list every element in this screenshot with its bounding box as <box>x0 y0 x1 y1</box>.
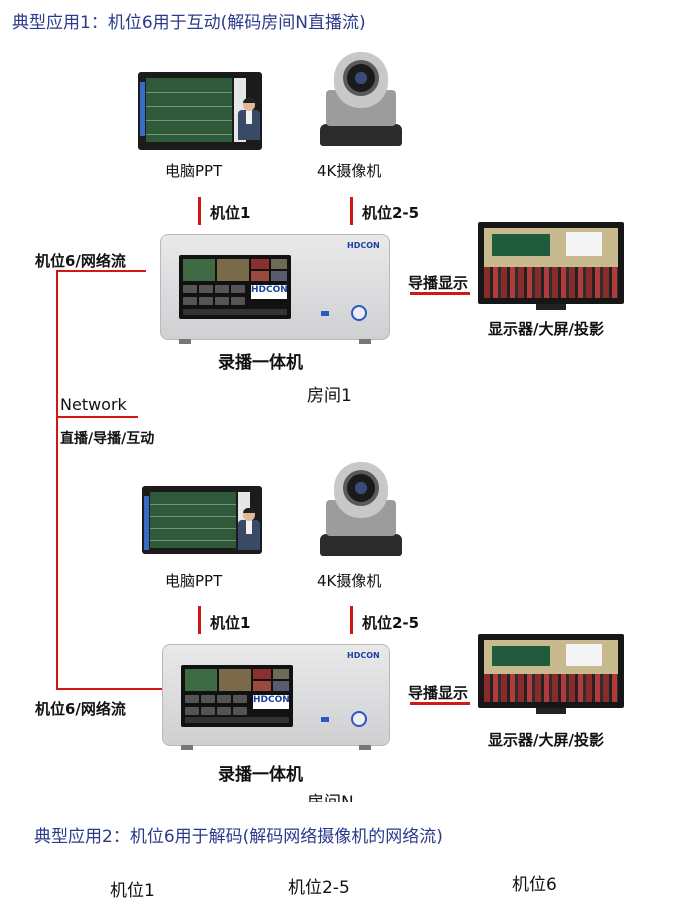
app2-seat25-label: 机位2-5 <box>288 878 350 898</box>
room2-seat25-connector <box>350 606 353 634</box>
title-app2: 典型应用2：机位6用于解码(解码网络摄像机的网络流) <box>34 827 443 847</box>
room2-panel-logo: HDCON <box>253 695 290 709</box>
room1-display-screen-icon <box>478 222 624 310</box>
title-app1: 典型应用1：机位6用于互动(解码房间N直播流) <box>12 13 366 33</box>
room2-seat1-label: 机位1 <box>210 614 251 632</box>
room2-display-label: 显示器/大屏/投影 <box>488 731 604 749</box>
network-top-branch <box>56 270 146 272</box>
room2-pc-monitor-icon <box>142 486 262 554</box>
room1-panel-logo: HDCON <box>251 285 288 299</box>
app2-seat6-label: 机位6 <box>512 875 557 895</box>
room1-recorder-device: HDCON HDCON <box>160 234 390 344</box>
room2-recorder-device: HDCON HDCON <box>162 644 390 750</box>
room1-camera-label: 4K摄像机 <box>317 162 382 180</box>
room1-room-label: 房间1 <box>307 386 352 406</box>
room2-device-label: 录播一体机 <box>218 765 303 785</box>
network-label: Network <box>60 395 127 414</box>
room1-display-connector <box>410 292 470 295</box>
app2-seat1-label: 机位1 <box>110 881 155 901</box>
room1-recorder-brand: HDCON <box>347 241 380 250</box>
room1-display-out-label: 导播显示 <box>408 274 469 292</box>
room1-seat1-label: 机位1 <box>210 204 251 222</box>
network-bottom-branch <box>56 688 162 690</box>
room2-camera-icon <box>318 462 404 558</box>
room2-room-label: 房间N <box>307 788 354 802</box>
room2-pc-label: 电脑PPT <box>165 572 223 590</box>
room1-pc-monitor-icon <box>138 72 262 150</box>
network-sublabel: 直播/导播/互动 <box>60 431 155 447</box>
room1-seat1-connector <box>198 197 201 225</box>
room2-display-connector <box>410 702 470 705</box>
network-underline <box>58 416 138 418</box>
room2-seat6-label: 机位6/网络流 <box>35 700 126 718</box>
room1-pc-label: 电脑PPT <box>165 162 223 180</box>
room2-camera-label: 4K摄像机 <box>317 572 382 590</box>
room1-display-label: 显示器/大屏/投影 <box>488 320 604 338</box>
room2-seat1-connector <box>198 606 201 634</box>
room1-seat25-label: 机位2-5 <box>362 204 420 222</box>
room1-camera-icon <box>318 52 404 148</box>
room1-device-label: 录播一体机 <box>218 353 303 373</box>
room2-display-screen-icon <box>478 634 624 714</box>
room2-seat25-label: 机位2-5 <box>362 614 420 632</box>
network-vertical-line <box>56 270 58 690</box>
room2-recorder-brand: HDCON <box>347 651 380 660</box>
room1-seat25-connector <box>350 197 353 225</box>
room2-display-out-label: 导播显示 <box>408 684 469 702</box>
room1-seat6-label: 机位6/网络流 <box>35 252 126 270</box>
